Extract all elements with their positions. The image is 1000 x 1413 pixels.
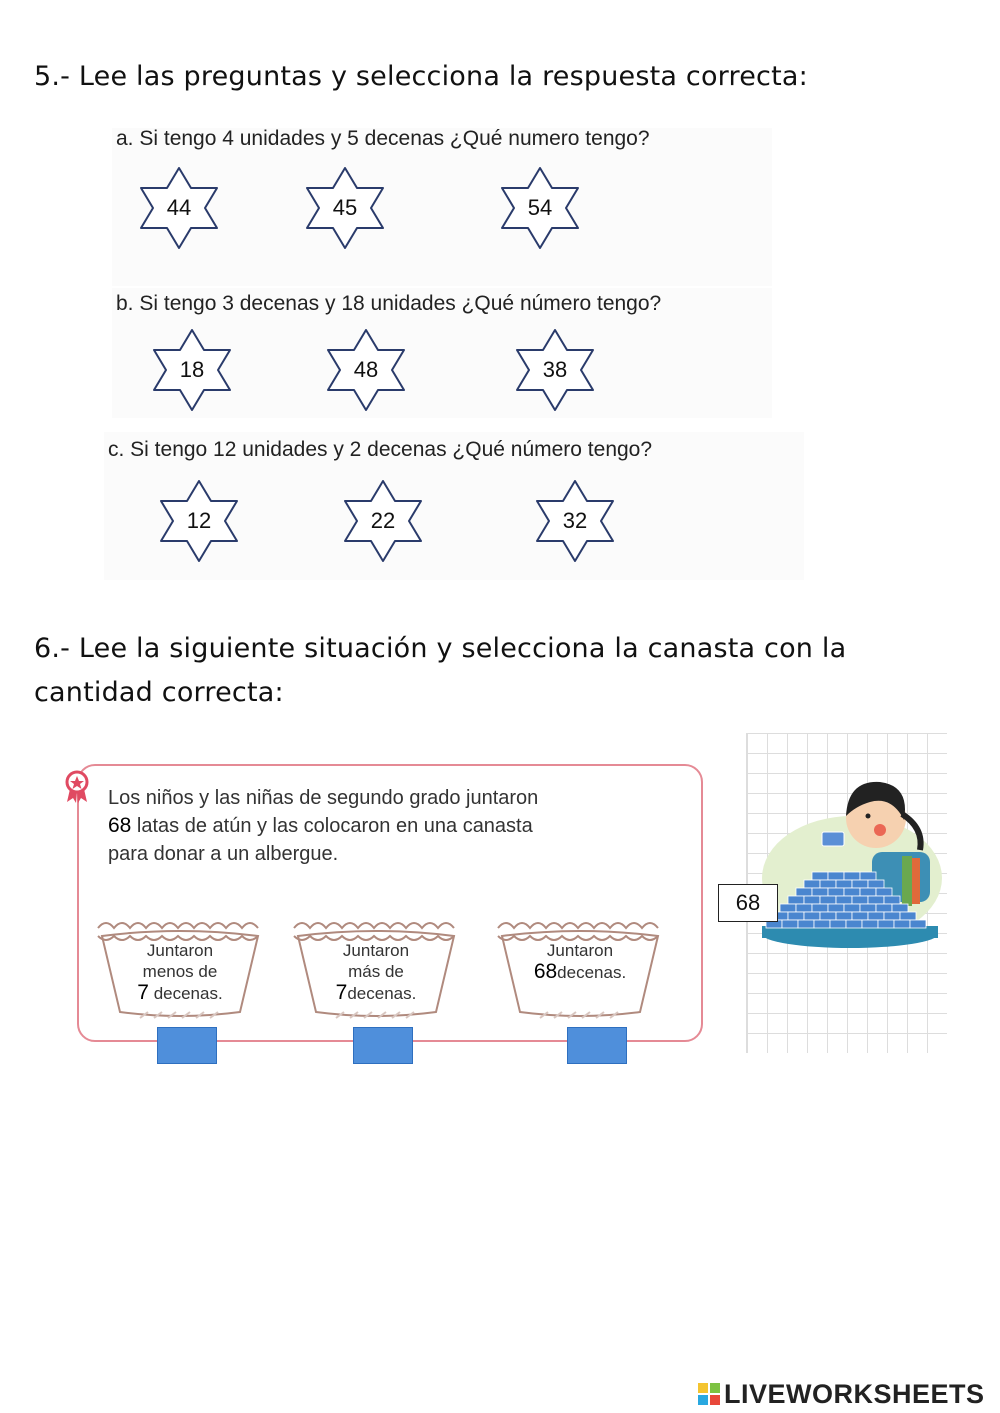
star-icon [501, 167, 579, 249]
basket-1-line-3: 7 decenas. [110, 982, 250, 1004]
logo-text: LIVEWORKSHEETS [724, 1378, 985, 1409]
story-line-3: para donar a un albergue. [108, 843, 339, 865]
basket-1-line-2: menos de [142, 962, 218, 981]
basket-icon [293, 922, 456, 1019]
basket-1-unit: decenas. [148, 984, 223, 1003]
basket-1-line-1: Juntaron [146, 941, 214, 960]
answer-box-1[interactable] [157, 1027, 217, 1064]
option-b-2[interactable]: 48 [322, 328, 410, 412]
option-b-1-label: 18 [179, 357, 205, 382]
option-c-3[interactable]: 32 [531, 479, 619, 563]
basket-2-number: 7 [335, 981, 348, 1004]
basket-3-unit: decenas. [557, 963, 627, 982]
basket-icon [97, 922, 260, 1019]
star-icon [153, 329, 231, 411]
basket-3-text: Juntaron 68decenas. [510, 940, 650, 983]
answer-box-3[interactable] [567, 1027, 627, 1064]
liveworksheets-logo: LIVEWORKSHEETS [698, 1378, 985, 1410]
question-a-text: a. Si tengo 4 unidades y 5 decenas ¿Qué … [116, 127, 650, 150]
option-b-2-label: 48 [353, 357, 379, 382]
basket-3[interactable]: Juntaron 68decenas. [490, 908, 670, 1026]
basket-3-number: 68 [533, 960, 558, 983]
basket-1-number: 7 [137, 981, 149, 1004]
option-c-3-label: 32 [562, 508, 588, 533]
option-a-1[interactable]: 44 [135, 166, 223, 250]
basket-3-line-2: 68decenas. [510, 961, 650, 983]
option-b-1[interactable]: 18 [148, 328, 236, 412]
story-line-1: Los niños y las niñas de segundo grado j… [108, 787, 539, 809]
option-a-2[interactable]: 45 [301, 166, 389, 250]
option-a-3-label: 54 [527, 195, 553, 220]
story-number: 68 [108, 814, 132, 837]
basket-icon [497, 922, 660, 1019]
basket-2-line-1: Juntaron [342, 941, 410, 960]
option-a-2-label: 45 [332, 195, 358, 220]
option-a-3[interactable]: 54 [496, 166, 584, 250]
basket-1-text: Juntaron menos de 7 decenas. [110, 940, 250, 1004]
basket-3-line-1: Juntaron [546, 941, 614, 960]
logo-squares-icon [698, 1383, 720, 1405]
basket-2-text: Juntaron más de 7decenas. [306, 940, 446, 1004]
basket-2-line-3: 7decenas. [306, 982, 446, 1004]
basket-2[interactable]: Juntaron más de 7decenas. [286, 908, 466, 1026]
story-line-2: 68 latas de atún y las colocaron en una … [108, 812, 698, 840]
star-icon [160, 480, 238, 562]
section-6-heading-line2: cantidad correcta: [34, 677, 284, 708]
question-b-text: b. Si tengo 3 decenas y 18 unidades ¿Qué… [116, 292, 662, 315]
basket-1[interactable]: Juntaron menos de 7 decenas. [90, 908, 270, 1026]
star-icon [344, 480, 422, 562]
option-c-1[interactable]: 12 [155, 479, 243, 563]
option-c-2-label: 22 [370, 508, 396, 533]
question-c-text: c. Si tengo 12 unidades y 2 decenas ¿Qué… [108, 438, 653, 461]
cans-count-label: 68 [718, 884, 778, 922]
star-icon [306, 167, 384, 249]
star-icon [516, 329, 594, 411]
ribbon-icon [65, 770, 89, 803]
girl-with-cans-illustration [762, 781, 942, 948]
question-a-panel [112, 128, 772, 286]
option-b-3[interactable]: 38 [511, 328, 599, 412]
basket-2-unit: decenas. [347, 984, 417, 1003]
option-a-1-label: 44 [166, 195, 192, 220]
star-icon [140, 167, 218, 249]
basket-2-line-2: más de [348, 962, 404, 981]
star-icon [327, 329, 405, 411]
option-b-3-label: 38 [542, 357, 568, 382]
option-c-1-label: 12 [186, 508, 212, 533]
star-icon [536, 480, 614, 562]
story-text: Los niños y las niñas de segundo grado j… [108, 784, 698, 868]
section-5-heading: 5.- Lee las preguntas y selecciona la re… [34, 61, 808, 92]
option-c-2[interactable]: 22 [339, 479, 427, 563]
section-6-heading-line1: 6.- Lee la siguiente situación y selecci… [34, 633, 847, 664]
story-line-2-rest: latas de atún y las colocaron en una can… [131, 815, 533, 837]
answer-box-2[interactable] [353, 1027, 413, 1064]
